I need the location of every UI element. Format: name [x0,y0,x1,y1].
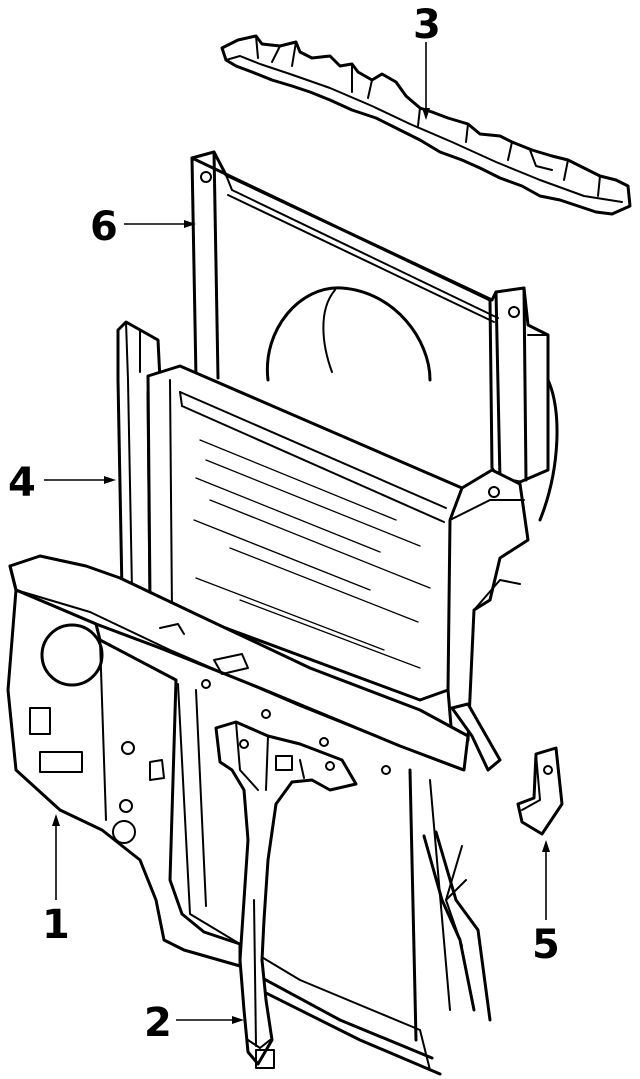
upper-seal [220,34,632,216]
callout-4: 4 [8,460,36,506]
callout-5: 5 [532,922,560,968]
callout-1: 1 [42,902,70,948]
center-support [214,720,358,1069]
arrowhead-2 [232,1016,244,1024]
leader-lines [44,42,550,1024]
arrowhead-3 [422,108,430,120]
callout-numbers: 3 6 4 1 2 5 [8,2,560,1046]
radiator-support [6,554,492,1076]
radiator [116,320,530,772]
callout-2: 2 [144,1000,172,1046]
arrowhead-5 [542,840,550,852]
arrowhead-6 [184,220,196,228]
callout-3: 3 [413,2,441,48]
arrowhead-1 [52,814,60,826]
mounting-bracket [516,746,564,836]
arrowhead-4 [104,476,116,484]
callout-6: 6 [90,204,118,250]
